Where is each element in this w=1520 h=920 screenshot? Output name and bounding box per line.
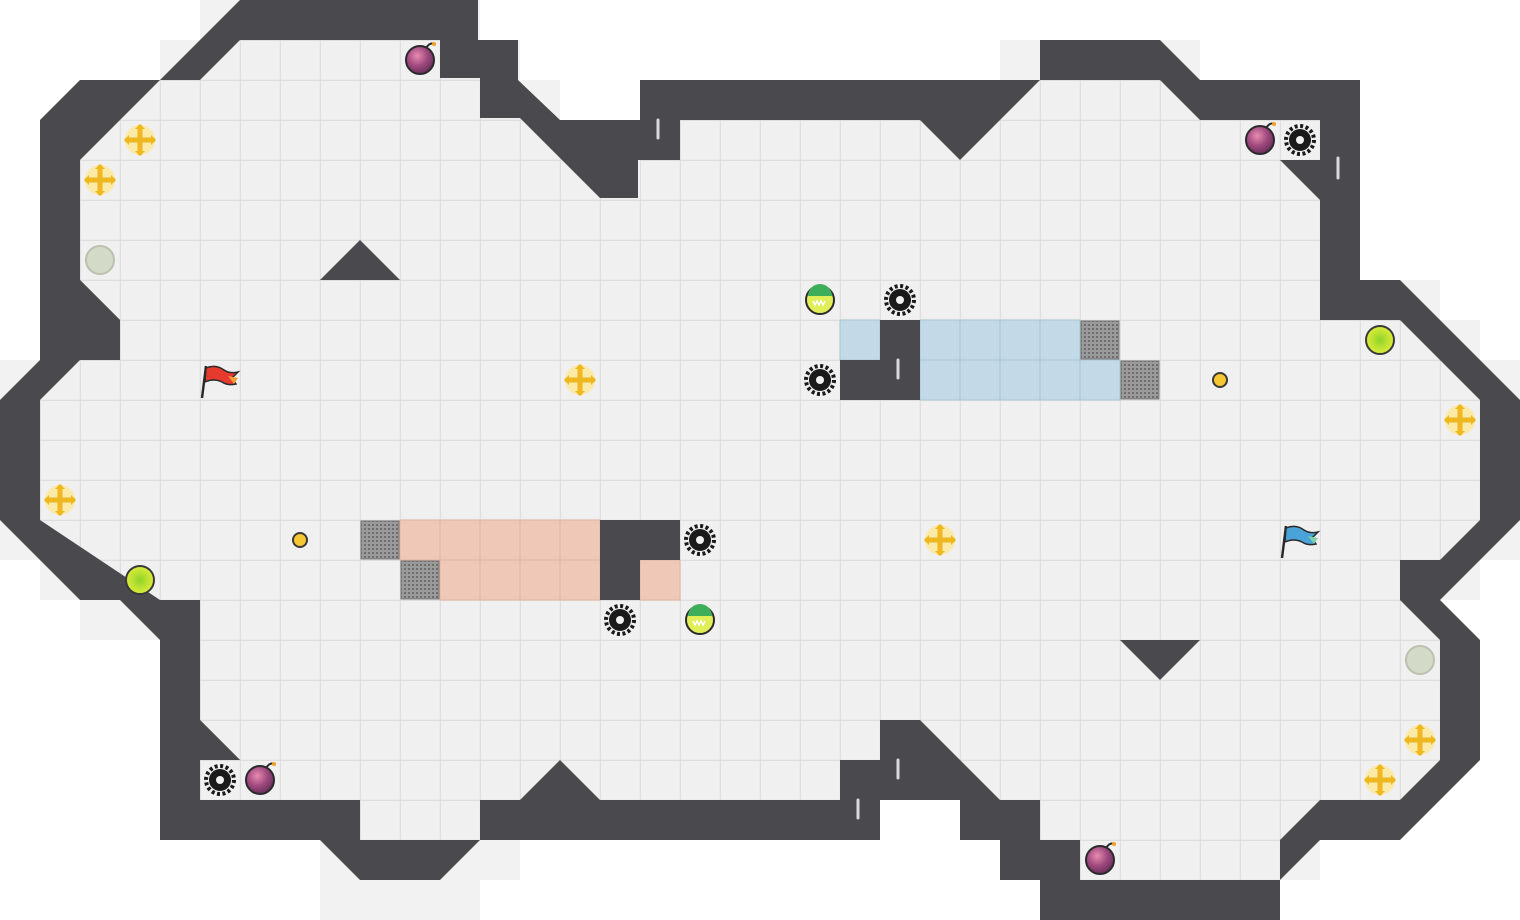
portal-icon (1405, 645, 1435, 675)
gate-tile (360, 320, 1160, 600)
team-boosts (685, 284, 835, 635)
spike-icon (884, 284, 916, 316)
bomb-icon (1245, 122, 1276, 155)
team-boost-icon (685, 604, 715, 635)
boost-pad-icon (1404, 724, 1436, 756)
boost-pads (44, 124, 1476, 796)
red-flag-icon (200, 365, 241, 399)
boost-pad-icon (564, 364, 596, 396)
buttons (292, 372, 1228, 548)
powerup-icon (125, 565, 155, 595)
interior-wall (320, 240, 1200, 680)
team-boost-icon (805, 284, 835, 315)
boost-pad-icon (1364, 764, 1396, 796)
wall-details (40, 40, 1440, 880)
spike-icon (804, 364, 836, 396)
spike-icon (684, 524, 716, 556)
blue-team-zone (839, 319, 1121, 401)
boost-pad-icon (84, 164, 116, 196)
boost-pad-icon (1444, 404, 1476, 436)
boost-pad-icon (44, 484, 76, 516)
button-icon (1212, 372, 1228, 388)
blue-flag-icon (1280, 525, 1321, 559)
wall-slots (656, 118, 1340, 820)
boost-pad-icon (124, 124, 156, 156)
powerup-icon (1365, 325, 1395, 355)
bomb-icon (1085, 842, 1116, 875)
spike-icon (604, 604, 636, 636)
portal-icon (85, 245, 115, 275)
boost-pad-icon (924, 524, 956, 556)
arena-floor (40, 40, 1480, 880)
button-icon (292, 532, 308, 548)
spike-icon (1284, 124, 1316, 156)
bombs (245, 42, 1276, 875)
bomb-icon (405, 42, 436, 75)
spike-icon (204, 764, 236, 796)
portals (85, 245, 1435, 675)
powerups (125, 325, 1395, 595)
spikes (204, 124, 1316, 796)
bomb-icon (245, 762, 276, 795)
